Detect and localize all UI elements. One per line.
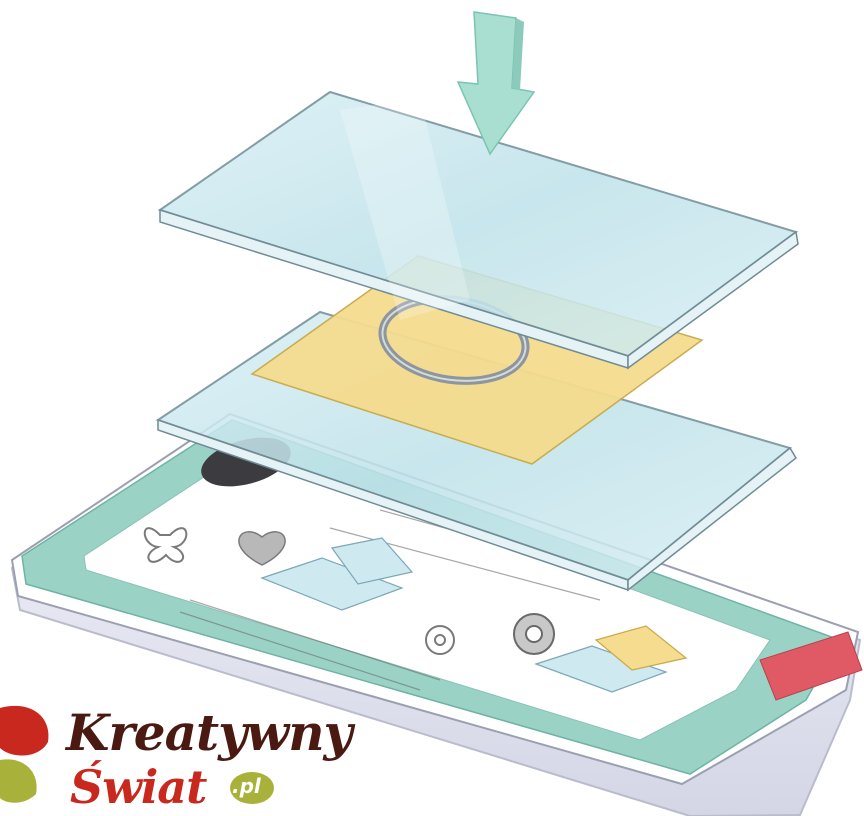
logo-word-kreatywny: Kreatywny xyxy=(66,708,352,758)
arrow-down-icon xyxy=(458,12,534,154)
logo-tld: .pl xyxy=(232,776,261,796)
gear-die-icon xyxy=(514,614,554,654)
logo-word-swiat: Świat xyxy=(70,764,206,810)
